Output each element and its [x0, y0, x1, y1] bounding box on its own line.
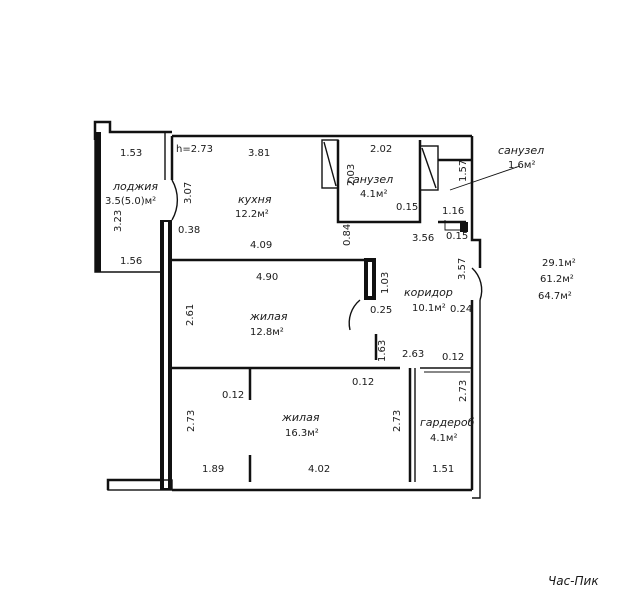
- room-name-living1: жилая: [249, 310, 288, 323]
- total-area-1: 29.1м²: [542, 258, 576, 269]
- total-area-2: 61.2м²: [540, 274, 574, 285]
- dim-label: 2.03: [346, 164, 357, 186]
- interior-walls: [171, 139, 483, 482]
- room-area-living1: 12.8м²: [250, 327, 284, 338]
- dim-label: 1.57: [458, 160, 469, 182]
- dim-label: 0.25: [370, 305, 392, 316]
- room-name-living2: жилая: [281, 411, 320, 424]
- outer-walls: [106, 134, 482, 499]
- dim-label: 1.03: [380, 272, 391, 294]
- dim-label: 2.73: [392, 410, 403, 432]
- dim-label: 2.63: [402, 349, 424, 360]
- dim-label: 4.09: [250, 240, 272, 251]
- dim-label: 0.12: [222, 390, 244, 401]
- dim-label: 0.84: [342, 224, 353, 246]
- dim-label: 3.57: [457, 258, 468, 280]
- total-area-3: 64.7м²: [538, 291, 572, 302]
- dim-label: 0.15: [446, 231, 468, 242]
- dim-label: 1.56: [120, 256, 142, 267]
- dimension-lines: [424, 165, 521, 373]
- dim-label: 4.02: [308, 464, 330, 475]
- room-name-corridor: коридор: [404, 286, 453, 299]
- dim-label: 2.61: [185, 304, 196, 326]
- dim-label: 1.16: [442, 206, 464, 217]
- room-area-living2: 16.3м²: [285, 428, 319, 439]
- dim-label: 3.56: [412, 233, 434, 244]
- dim-label: 0.12: [442, 352, 464, 363]
- dim-label: 1.89: [202, 464, 224, 475]
- dim-label: 0.24: [450, 304, 472, 315]
- dim-label: 3.07: [183, 182, 194, 204]
- ceiling-height: h=2.73: [176, 144, 213, 155]
- dim-label: 2.73: [186, 410, 197, 432]
- dim-label: 1.53: [120, 148, 142, 159]
- dim-label: 3.81: [248, 148, 270, 159]
- area-totals: 29.1м² 61.2м² 64.7м²: [538, 258, 576, 302]
- room-name-kitchen: кухня: [238, 193, 272, 206]
- dim-label: 0.12: [352, 377, 374, 388]
- dim-label: 0.15: [396, 202, 418, 213]
- dimension-labels: h=2.73 1.53 3.23 1.56 3.81 3.07 0.38 4.0…: [113, 144, 472, 475]
- room-area-bath-outer: 1.6м²: [508, 160, 535, 171]
- room-name-bath-outer: санузел: [498, 144, 544, 157]
- dim-label: 3.23: [113, 210, 124, 232]
- dim-label: 2.02: [370, 144, 392, 155]
- dim-label: 1.51: [432, 464, 454, 475]
- watermark: Час-Пик: [548, 574, 599, 588]
- dim-label: 0.38: [178, 225, 200, 236]
- dim-label: 2.73: [458, 380, 469, 402]
- dim-label: 1.63: [377, 340, 388, 362]
- room-name-wardrobe: гардероб: [420, 416, 475, 429]
- room-name-loggia: лоджия: [112, 180, 158, 193]
- dim-label: 4.90: [256, 272, 278, 283]
- room-area-kitchen: 12.2м²: [235, 209, 269, 220]
- room-labels: лоджия 3.5(5.0)м² кухня 12.2м² санузел 4…: [105, 144, 544, 444]
- room-area-loggia: 3.5(5.0)м²: [105, 196, 156, 207]
- room-area-corridor: 10.1м²: [412, 303, 446, 314]
- room-name-bath-inner: санузел: [347, 173, 393, 186]
- room-area-wardrobe: 4.1м²: [430, 433, 457, 444]
- room-area-bath-inner: 4.1м²: [360, 189, 387, 200]
